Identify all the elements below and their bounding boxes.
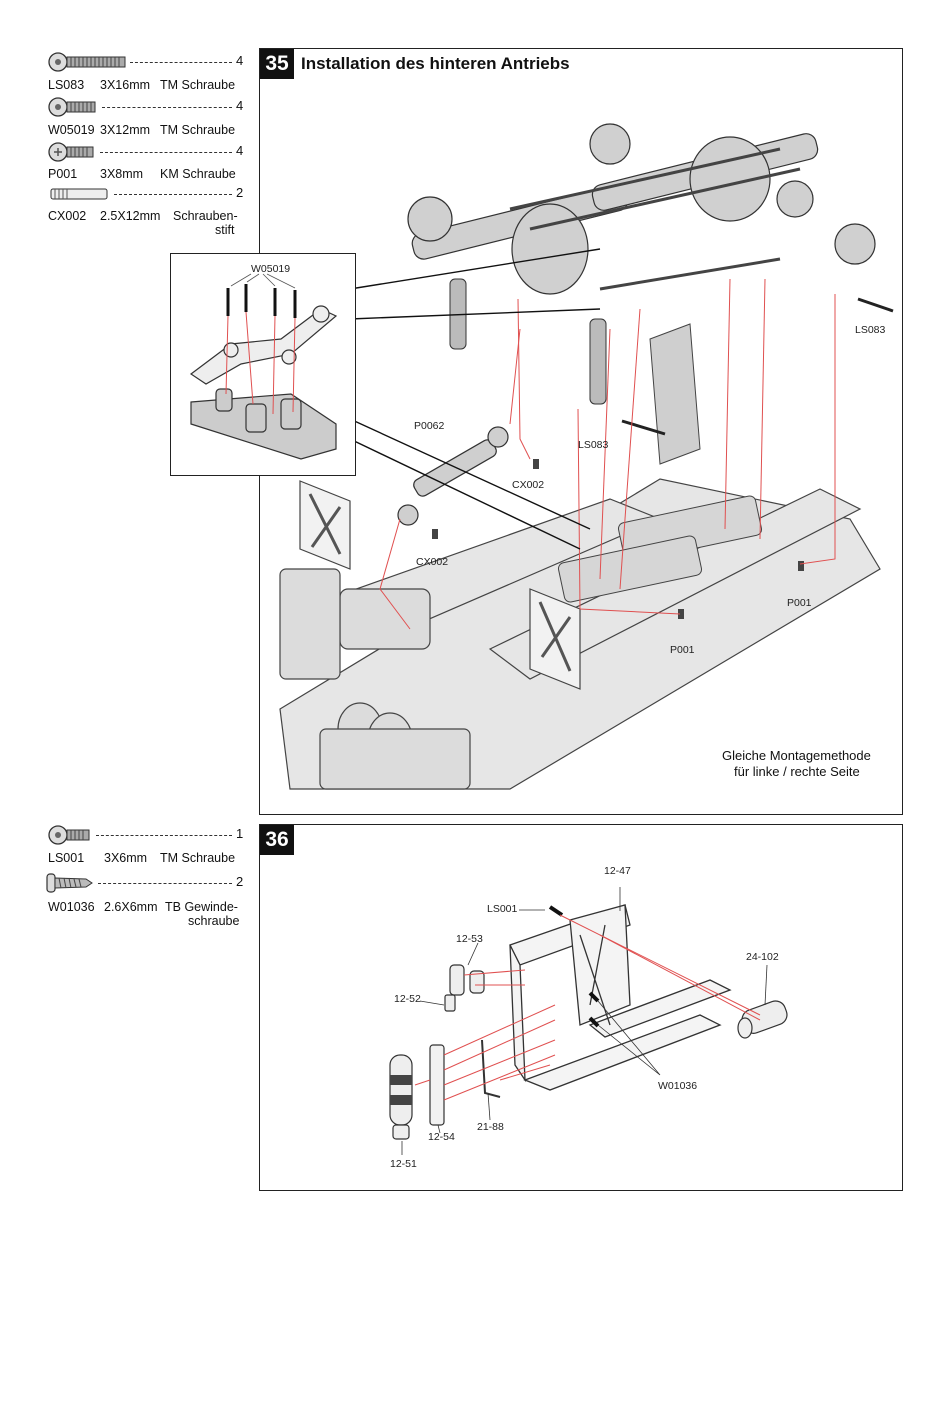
note-line-1: Gleiche Montagemethode (722, 748, 871, 763)
part-size: 3X6mm (104, 851, 148, 865)
callout-p0062: P0062 (414, 420, 445, 432)
part-name: KM Schraube (160, 167, 236, 181)
rear-drive-assembly-illustration (279, 123, 894, 790)
part-name: Schrauben- (173, 209, 238, 223)
qty-w01036: 2 (236, 874, 244, 889)
part-size: 3X12mm (100, 123, 151, 137)
step-number: 36 (260, 825, 294, 855)
screw-icon (48, 97, 96, 117)
part-code: LS001 (48, 851, 85, 865)
qty-w05019: 4 (236, 98, 244, 113)
part-name-cont: schraube (188, 914, 240, 928)
callout-24-102: 24-102 (746, 951, 779, 963)
qty-cx002: 2 (236, 185, 244, 200)
part-name: TB Gewinde- (165, 900, 238, 914)
screw-icon (48, 142, 94, 162)
part-code: W05019 (48, 123, 95, 137)
part-name: TM Schraube (160, 78, 236, 92)
step-title: Installation des hinteren Antriebs (301, 54, 570, 73)
part-name-cont: stift (215, 223, 235, 237)
callout-12-51: 12-51 (390, 1158, 417, 1170)
callout-12-53: 12-53 (456, 933, 483, 945)
callout-cx002: CX002 (512, 479, 545, 491)
screw-icon (48, 825, 90, 845)
part-size: 2.6X6mm (104, 900, 158, 914)
callout-12-52: 12-52 (394, 993, 421, 1005)
step-36-panel: 36 (259, 824, 903, 1191)
qty-ls001: 1 (236, 826, 244, 841)
callout-cx002: CX002 (416, 556, 449, 568)
qty-p001: 4 (236, 143, 244, 158)
callout-ls083: LS083 (855, 324, 886, 336)
callout-12-47: 12-47 (604, 865, 631, 877)
note-line-2: für linke / rechte Seite (734, 764, 860, 779)
callout-p001: P001 (787, 597, 812, 609)
part-code: LS083 (48, 78, 85, 92)
qty-ls083: 4 (236, 53, 244, 68)
part-size: 2.5X12mm (100, 209, 161, 223)
callout-ls083: LS083 (578, 439, 609, 451)
step-35-panel: 35 Installation des hinteren Antriebs (259, 48, 903, 815)
callout-p001: P001 (670, 644, 695, 656)
callout-w05019: W05019 (251, 263, 291, 275)
detail-inset: W05019 (170, 253, 356, 476)
self-tapping-screw-icon (46, 873, 93, 893)
part-code: P001 (48, 167, 78, 181)
bracket-assembly-illustration (389, 887, 788, 1155)
callout-21-88: 21-88 (477, 1121, 504, 1133)
part-code: W01036 (48, 900, 95, 914)
step-number: 35 (260, 49, 294, 79)
part-code: CX002 (48, 209, 87, 223)
part-size: 3X8mm (100, 167, 144, 181)
callout-ls001: LS001 (487, 903, 518, 915)
screw-icon (48, 52, 126, 72)
callout-12-54: 12-54 (428, 1131, 455, 1143)
pin-icon (50, 188, 108, 200)
callout-w01036: W01036 (658, 1080, 698, 1092)
part-name: TM Schraube (160, 123, 236, 137)
part-name: TM Schraube (160, 851, 236, 865)
part-size: 3X16mm (100, 78, 151, 92)
steering-link-bracket-illustration (189, 273, 338, 460)
